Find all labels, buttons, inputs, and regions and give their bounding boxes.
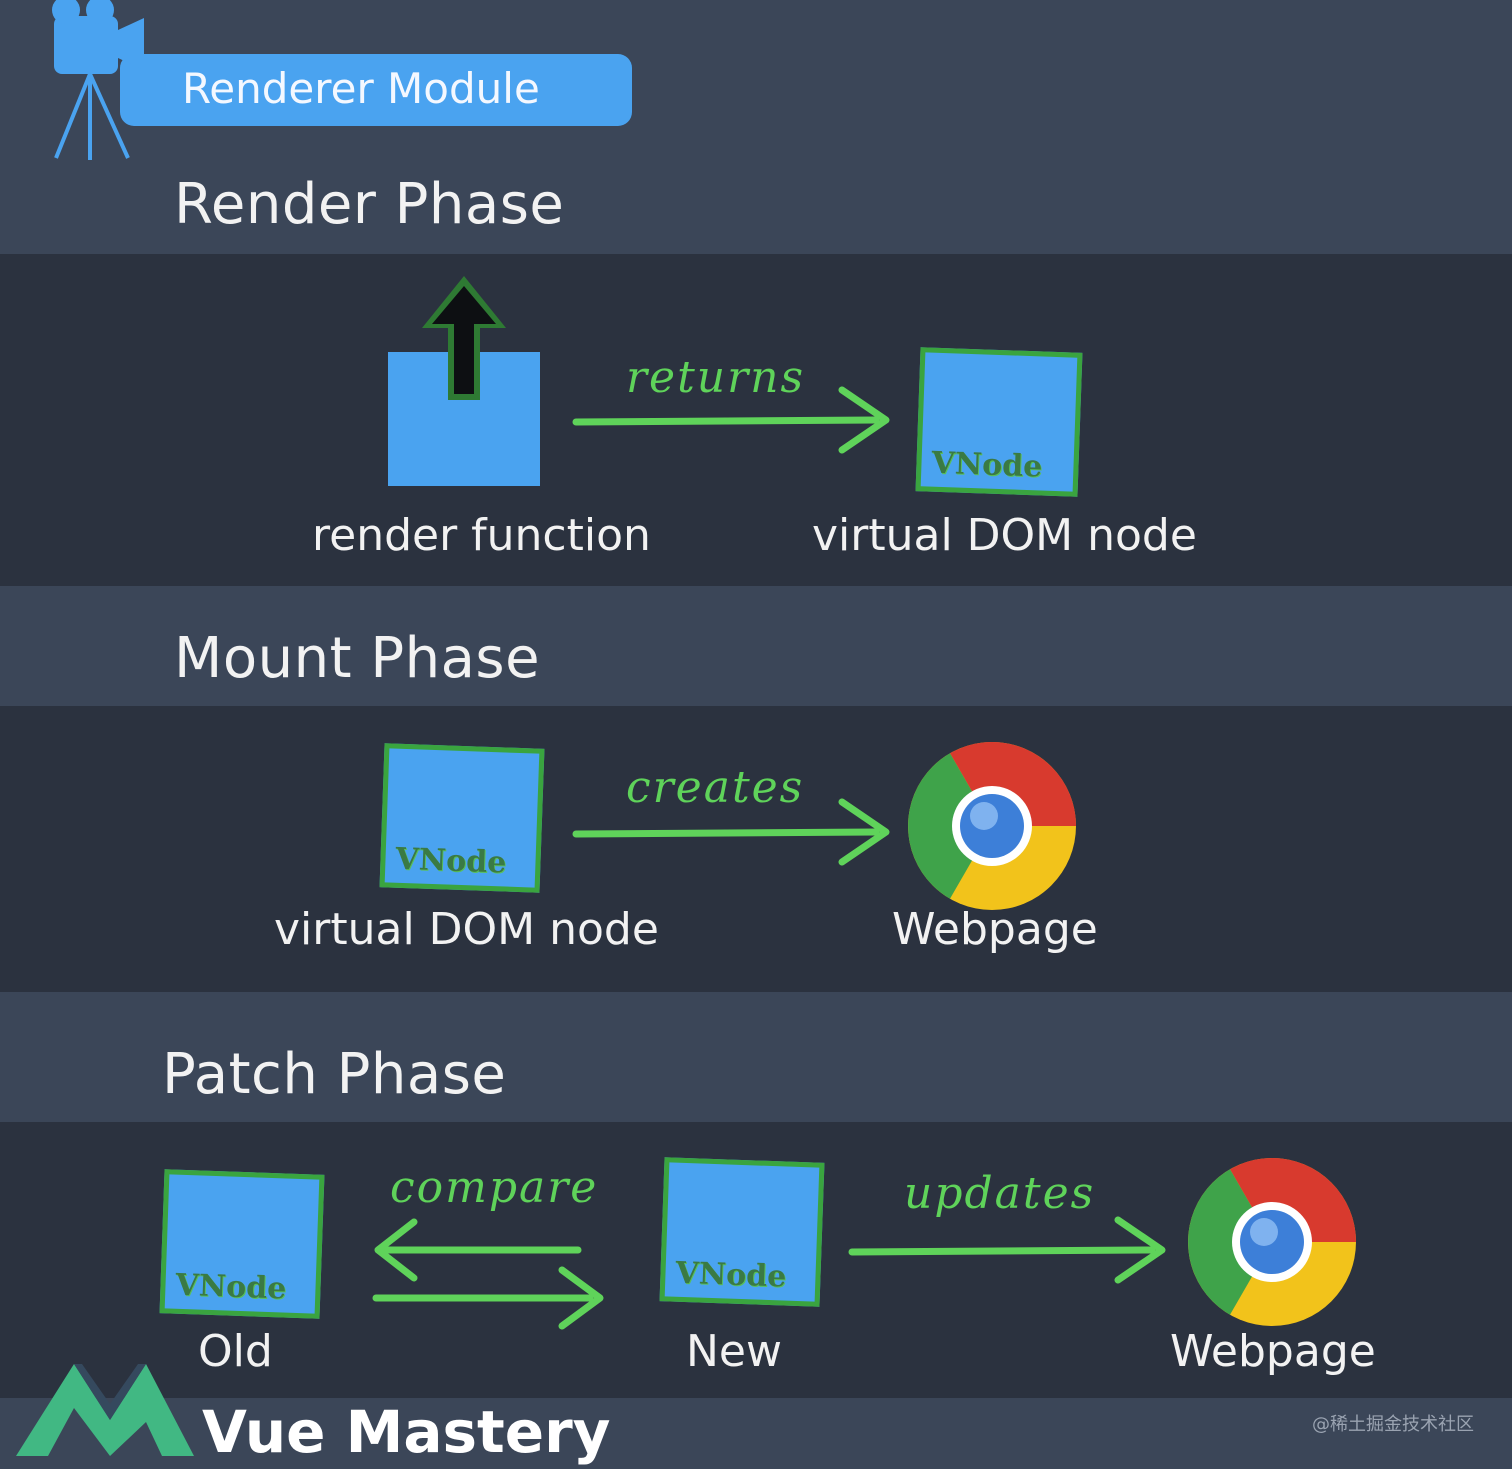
compare-arrows [372, 1218, 604, 1330]
compare-label: compare [390, 1162, 599, 1213]
returns-label: returns [626, 352, 806, 403]
old-caption: Old [198, 1326, 273, 1377]
virtual-dom-node-caption-mount: virtual DOM node [274, 904, 659, 955]
mount-phase-band [0, 706, 1512, 992]
mount-phase-title: Mount Phase [174, 626, 541, 691]
vnode-label: VNode [930, 445, 1043, 485]
vnode-label: VNode [674, 1255, 787, 1295]
webpage-caption-patch: Webpage [1170, 1326, 1376, 1377]
up-arrow-icon [422, 276, 506, 400]
returns-arrow [572, 386, 890, 454]
watermark: @稀土掘金技术社区 [1312, 1414, 1474, 1435]
movie-camera-icon [52, 0, 144, 160]
vue-mastery-brand: Vue Mastery [202, 1398, 611, 1466]
virtual-dom-node-caption-render: virtual DOM node [812, 510, 1197, 561]
updates-arrow [848, 1216, 1166, 1284]
vnode-label: VNode [394, 841, 507, 881]
render-function-caption: render function [312, 510, 651, 561]
updates-label: updates [904, 1168, 1096, 1219]
chrome-webpage-icon [908, 742, 1076, 910]
vnode-box-old: VNode [159, 1169, 325, 1319]
creates-label: creates [626, 762, 805, 813]
creates-arrow [572, 798, 890, 866]
renderer-module-label: Renderer Module [182, 64, 540, 113]
webpage-caption-mount: Webpage [892, 904, 1098, 955]
chrome-webpage-icon [1188, 1158, 1356, 1326]
render-phase-title: Render Phase [174, 172, 565, 237]
vnode-box-new: VNode [659, 1157, 825, 1307]
vnode-box-mount: VNode [379, 743, 545, 893]
vue-mastery-logo-icon [16, 1364, 194, 1456]
patch-phase-title: Patch Phase [162, 1042, 507, 1107]
new-caption: New [686, 1326, 782, 1377]
renderer-module-pill: Renderer Module [120, 54, 632, 126]
vnode-label: VNode [174, 1267, 287, 1307]
vnode-box-render: VNode [915, 347, 1083, 497]
